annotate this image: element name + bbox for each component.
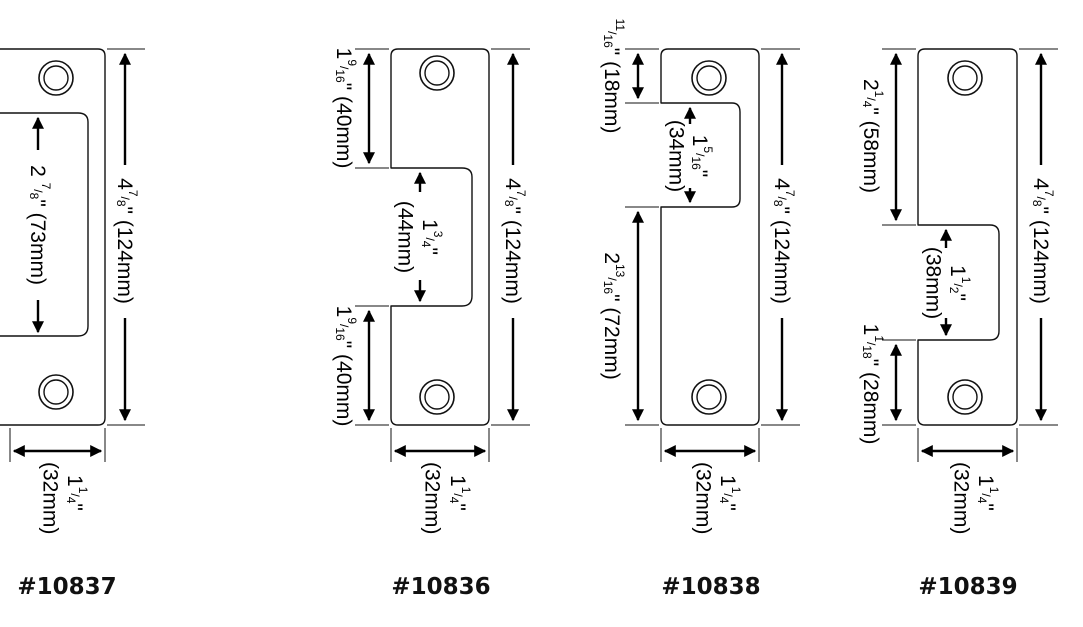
width-mm-label: (32mm) <box>39 462 62 534</box>
width-mm-label: (32mm) <box>692 462 715 534</box>
bottom-section-label: 11/18" (28mm) <box>860 324 887 445</box>
top-section-label: 21/4" (58mm) <box>860 79 887 193</box>
model-number-10838: #10838 <box>661 574 761 600</box>
plate-outline <box>0 48 106 426</box>
width-mm-label: (32mm) <box>421 462 444 534</box>
bottom-section-label: 19/16" (40mm) <box>333 306 360 427</box>
width-inch-label: 11/4" <box>975 475 1002 511</box>
mounting-hole-inner <box>952 65 978 91</box>
mounting-hole-inner <box>696 65 722 91</box>
plate-10836: 19/16" (40mm) 13/4" (44mm) 19/16" (40mm)… <box>333 48 530 534</box>
gap-mm-label: (38mm) <box>922 247 945 319</box>
gap-inch-label: 15/16" <box>689 135 716 178</box>
bottom-section-label: 213/16" (72mm) <box>601 252 628 379</box>
mounting-hole-inner <box>43 379 69 405</box>
gap-inch-label: 11/2" <box>947 265 974 301</box>
model-number-10837: #10837 <box>17 574 117 600</box>
plate-outline <box>660 48 760 426</box>
plate-outline <box>917 48 1018 426</box>
mounting-hole-inner <box>952 384 978 410</box>
overall-height-label: 47/8" (124mm) <box>771 178 798 304</box>
mounting-hole-inner <box>696 384 722 410</box>
mounting-hole-inner <box>424 384 450 410</box>
model-number-10839: #10839 <box>918 574 1018 600</box>
overall-height-label: 47/8" (124mm) <box>1030 178 1057 304</box>
gap-mm-label: (34mm) <box>665 120 688 192</box>
width-inch-label: 11/4" <box>64 475 91 511</box>
mounting-hole-inner <box>424 60 450 86</box>
mounting-hole-inner <box>43 65 69 91</box>
gap-inch-label: 13/4" <box>419 219 446 255</box>
plate-outline <box>390 48 490 426</box>
plate-10838: 11/16" (18mm) 15/16" (34mm) 213/16" (72m… <box>601 19 800 534</box>
plate-10837: 47/8" (124mm) 2 7/8" (73mm) 11/4" (32mm) <box>0 48 145 534</box>
gap-label: 2 7/8" (73mm) <box>27 165 54 285</box>
width-inch-label: 11/4" <box>447 475 474 511</box>
width-mm-label: (32mm) <box>950 462 973 534</box>
overall-height-label: 47/8" (124mm) <box>502 178 529 304</box>
width-inch-label: 11/4" <box>717 475 744 511</box>
gap-mm-label: (44mm) <box>394 201 417 273</box>
plate-10839: 21/4" (58mm) 11/2" (38mm) 11/18" (28mm) … <box>860 48 1058 534</box>
overall-height-label: 47/8" (124mm) <box>114 178 141 304</box>
model-number-10836: #10836 <box>391 574 491 600</box>
top-section-label: 19/16" (40mm) <box>333 48 360 169</box>
top-section-label: 11/16" (18mm) <box>601 19 628 134</box>
